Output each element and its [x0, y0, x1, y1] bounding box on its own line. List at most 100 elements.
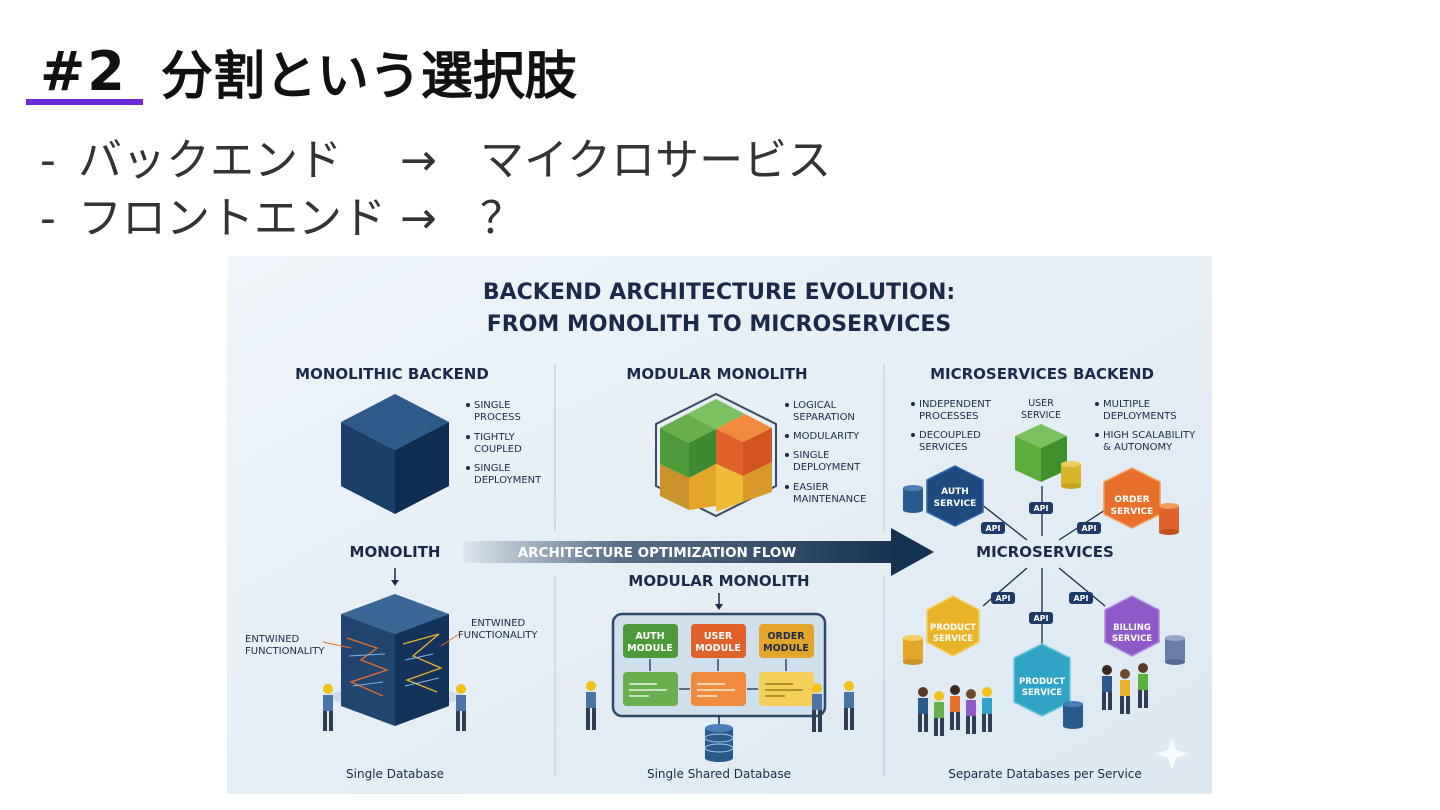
worker-icon — [323, 684, 333, 731]
monolith-server-cube-icon — [323, 594, 467, 726]
auth-service-label: SERVICE — [934, 499, 977, 509]
order-service-cube — [1103, 467, 1161, 529]
mono-feature: COUPLED — [474, 444, 522, 455]
billing-service-cube — [1104, 595, 1160, 657]
bullet-from: バックエンド — [78, 135, 342, 186]
microservices-label: MICROSERVICES — [976, 543, 1114, 561]
down-arrow-head — [715, 604, 723, 610]
database-icon — [903, 485, 923, 513]
diagram-title-line2: FROM MONOLITH TO MICROSERVICES — [487, 312, 952, 337]
user-service-label: SERVICE — [1021, 410, 1061, 421]
module-label: ORDER — [767, 631, 805, 642]
api-badge — [991, 592, 1015, 604]
shared-database-label: Single Shared Database — [647, 767, 791, 781]
monolith-label: MONOLITH — [350, 543, 441, 561]
micro-feature: DEPLOYMENTS — [1103, 411, 1177, 422]
module-label: USER — [704, 631, 733, 642]
single-database-label: Single Database — [346, 767, 444, 781]
modular-feature: EASIER — [793, 482, 829, 493]
module-label: AUTH — [635, 631, 664, 642]
user-service-cube — [1015, 424, 1067, 482]
mono-feature: PROCESS — [474, 412, 521, 423]
flow-label: ARCHITECTURE OPTIMIZATION FLOW — [518, 545, 797, 561]
database-icon — [704, 724, 734, 762]
slide-number: #2 — [40, 39, 127, 103]
module-label: MODULE — [627, 643, 673, 654]
bullet-to: ？ — [480, 193, 524, 244]
worker-icon — [586, 681, 596, 730]
entwined-label-left: ENTWINED — [245, 634, 300, 645]
database-icon — [1165, 635, 1185, 665]
order-service-label: SERVICE — [1111, 507, 1154, 517]
api-badge-label: API — [1081, 524, 1096, 533]
down-arrow-head — [391, 580, 399, 586]
database-icon — [903, 635, 923, 665]
title-underline — [26, 99, 143, 105]
slide-heading: 分割という選択肢 — [160, 46, 577, 107]
micro-feature: INDEPENDENT — [919, 399, 992, 410]
api-badge — [1077, 522, 1101, 534]
database-icon — [1063, 701, 1083, 729]
micro-feature: MULTIPLE — [1103, 399, 1150, 410]
slide-title: #2 分割という選択肢 — [40, 36, 577, 107]
api-badge — [1029, 502, 1053, 514]
billing-service-label: BILLING — [1113, 623, 1151, 633]
micro-feature: DECOUPLED — [919, 430, 981, 441]
right-arrow-icon: → — [400, 193, 437, 244]
modular-feature: MODULARITY — [793, 431, 860, 442]
modular-feature: LOGICAL — [793, 400, 837, 411]
micro-feature: HIGH SCALABILITY — [1103, 430, 1196, 441]
right-arrow-icon: → — [400, 135, 437, 186]
modular-monolith-label: MODULAR MONOLITH — [628, 572, 809, 590]
micro-feature: SERVICES — [919, 442, 968, 453]
mono-feature: TIGHTLY — [473, 432, 516, 443]
mono-feature: SINGLE — [474, 400, 510, 411]
api-badge — [1029, 612, 1053, 624]
worker-icon — [844, 681, 854, 730]
api-badge-label: API — [985, 524, 1000, 533]
architecture-diagram: BACKEND ARCHITECTURE EVOLUTION: FROM MON… — [227, 256, 1212, 794]
auth-module — [623, 624, 678, 706]
module-label: MODULE — [695, 643, 741, 654]
bullet-dash: - — [40, 135, 56, 186]
entwined-label-right: ENTWINED — [471, 618, 526, 629]
api-badge-label: API — [1033, 504, 1048, 513]
modular-feature: MAINTENANCE — [793, 494, 866, 505]
team-icon — [1102, 663, 1148, 714]
sparkle-icon — [1156, 738, 1188, 770]
module-label: MODULE — [763, 643, 809, 654]
product-service-cube-center — [1013, 643, 1071, 717]
database-icon — [1061, 461, 1081, 489]
database-icon — [1159, 503, 1179, 535]
api-badge — [981, 522, 1005, 534]
product-service-label: PRODUCT — [1019, 677, 1065, 687]
auth-service-cube — [926, 465, 984, 527]
order-service-label: ORDER — [1114, 495, 1149, 505]
bullet-dash: - — [40, 193, 56, 244]
modular-cube-icon — [655, 392, 777, 518]
auth-service-label: AUTH — [941, 487, 969, 497]
product-service-label: PRODUCT — [930, 623, 976, 633]
billing-service-label: SERVICE — [1112, 634, 1152, 644]
entwined-label-left: FUNCTIONALITY — [245, 646, 325, 657]
team-icon — [918, 685, 992, 736]
user-service-label: USER — [1028, 398, 1054, 409]
modular-feature: SINGLE — [793, 450, 829, 461]
api-badge-label: API — [995, 594, 1010, 603]
separate-databases-label: Separate Databases per Service — [948, 767, 1142, 781]
worker-icon — [812, 683, 822, 732]
micro-feature: PROCESSES — [919, 411, 979, 422]
bullet-to: マイクロサービス — [480, 135, 832, 186]
micro-feature: & AUTONOMY — [1103, 442, 1173, 453]
callout-line — [440, 633, 460, 647]
api-badge-label: API — [1073, 594, 1088, 603]
code-lines — [629, 683, 803, 697]
user-module — [691, 624, 746, 706]
callout-line — [322, 641, 352, 649]
flow-arrow — [463, 528, 934, 576]
diagram-title-line1: BACKEND ARCHITECTURE EVOLUTION: — [483, 280, 955, 305]
product-service-label: SERVICE — [933, 634, 973, 644]
entwined-label-right: FUNCTIONALITY — [458, 630, 538, 641]
bullet-from: フロントエンド — [78, 193, 386, 244]
monolithic-heading: MONOLITHIC BACKEND — [295, 365, 489, 383]
